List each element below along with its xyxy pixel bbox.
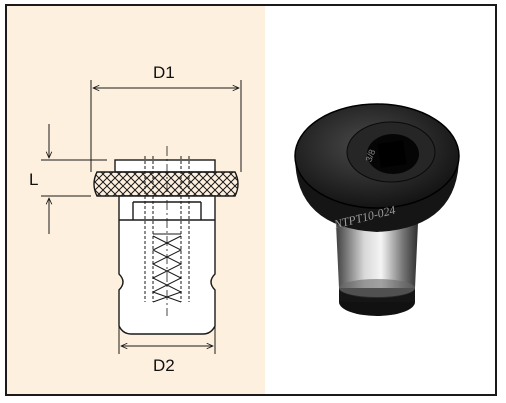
l-label: L	[29, 170, 38, 189]
technical-drawing-panel: D1 L	[7, 6, 265, 394]
collet-drawing	[93, 159, 239, 335]
d1-label: D1	[153, 63, 175, 82]
d2-label: D2	[153, 356, 175, 375]
d2-dimension	[118, 306, 216, 354]
figure-frame: D1 L	[5, 4, 497, 396]
flange-size-marking: 3/8	[364, 148, 378, 163]
l-dimension	[41, 124, 107, 234]
d1-dimension	[90, 80, 242, 172]
collet-flange	[294, 103, 460, 232]
product-photo-panel: NTPT10-024 3/8	[265, 6, 495, 394]
internal-spring	[151, 233, 183, 303]
technical-drawing: D1 L	[7, 6, 265, 394]
product-photo: NTPT10-024 3/8	[294, 103, 460, 316]
